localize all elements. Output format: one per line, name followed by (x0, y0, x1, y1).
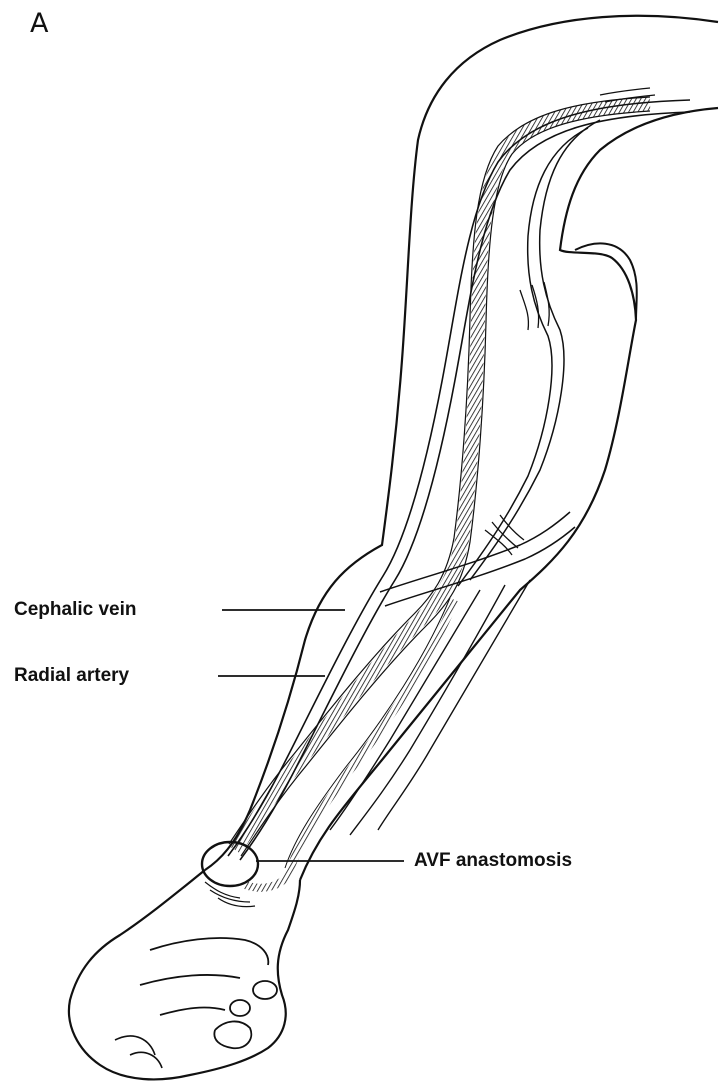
branch-squiggle-2 (485, 515, 524, 555)
hand-outline (69, 870, 300, 1079)
forearm-vein-2 (350, 585, 505, 835)
radial-artery-edge-a (229, 97, 650, 844)
fingertip-2 (230, 1000, 250, 1016)
cephalic-vein-line-b (228, 100, 690, 856)
arm-outline-inner (300, 108, 718, 880)
palm-crease (115, 1036, 162, 1068)
fingertip (253, 981, 277, 999)
anastomosis-circle (202, 842, 258, 886)
ulnar-artery (245, 600, 455, 888)
finger-lines (140, 938, 268, 1048)
label-radial-artery: Radial artery (14, 666, 129, 685)
arm-outline-outer (205, 16, 718, 870)
label-cephalic-vein: Cephalic vein (14, 600, 137, 619)
label-avf-anastomosis: AVF anastomosis (414, 851, 572, 870)
